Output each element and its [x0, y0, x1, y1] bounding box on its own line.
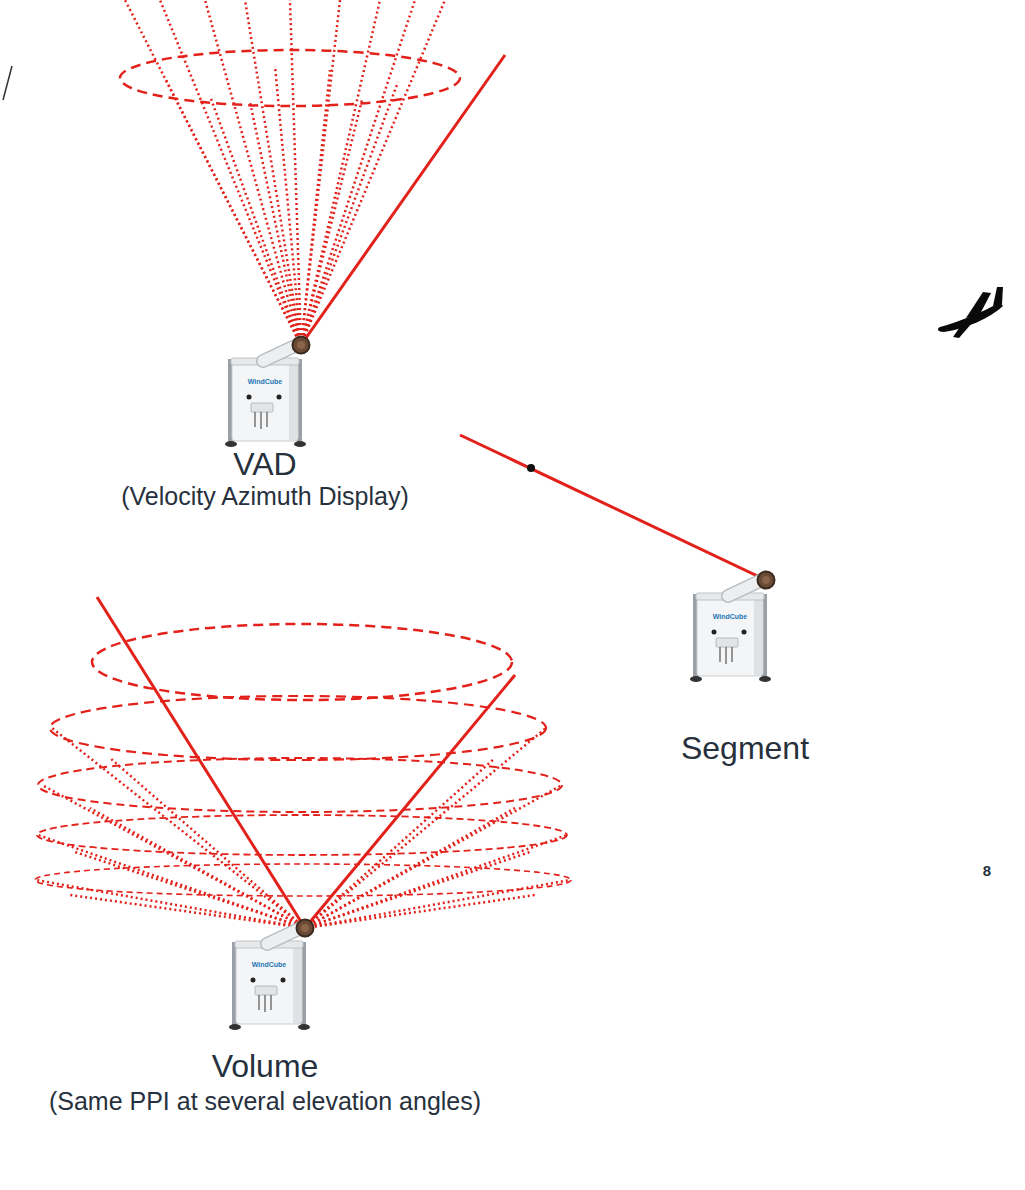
volume-beams: [42, 785, 305, 928]
segment-beam: [460, 435, 766, 580]
vad-beams: [301, 82, 398, 345]
lidar-device: [690, 572, 775, 683]
airplane-icon: [953, 323, 972, 338]
volume-beams: [90, 808, 305, 928]
vad-beams: [205, 0, 301, 345]
logo-text: WindCube: [252, 961, 287, 968]
segment-beam: [460, 435, 766, 580]
vad-beams: [120, 0, 505, 345]
airplane-icon: [938, 287, 1003, 338]
volume-beams: [305, 675, 515, 928]
volume-beams: [36, 880, 305, 928]
volume-beams: [97, 597, 305, 928]
volume-beams: [52, 728, 305, 928]
mode-caption: (Same PPI at several elevation angles): [49, 1089, 481, 1114]
logo-text: WindCube: [713, 613, 748, 620]
vad-beams: [125, 0, 445, 345]
vad-beams: [165, 78, 301, 345]
volume-beams: [36, 728, 570, 928]
volume-beams: [305, 758, 495, 928]
vad-beams: [290, 0, 301, 345]
lidar-device: [225, 337, 310, 448]
volume-beams: [38, 835, 305, 928]
airplane-icon: [993, 287, 1003, 306]
volume-beams: [35, 864, 571, 896]
volume-beams: [305, 728, 546, 928]
edge-fragment: [3, 66, 12, 100]
page-number: 8: [983, 863, 991, 878]
airplane-icon: [966, 292, 991, 318]
vad-beams: [125, 0, 301, 345]
volume-beams: [305, 808, 515, 928]
volume-beams: [38, 758, 562, 812]
segment-beam: [527, 464, 535, 472]
vad-beams: [301, 55, 505, 345]
volume-beams: [70, 895, 305, 928]
volume-beams: [37, 815, 567, 855]
volume-beams: [110, 758, 305, 928]
mode-caption: (Velocity Azimuth Display): [121, 484, 409, 509]
volume-beams: [305, 895, 535, 928]
edge-fragment: [3, 66, 12, 100]
vad-beams: [120, 50, 460, 106]
volume-beams: [305, 785, 562, 928]
logo-text: WindCube: [248, 378, 283, 385]
vad-beams: [301, 100, 362, 345]
mode-label: Volume: [212, 1050, 319, 1082]
mode-label: Segment: [681, 732, 809, 764]
vad-beams: [210, 96, 301, 345]
vad-beams: [250, 102, 301, 345]
lidar-device: [229, 920, 314, 1031]
vad-beams: [275, 66, 301, 345]
vad-beams: [301, 70, 330, 345]
vad-beams: [245, 0, 301, 345]
volume-beams: [35, 597, 571, 928]
mode-label: VAD: [233, 448, 296, 480]
